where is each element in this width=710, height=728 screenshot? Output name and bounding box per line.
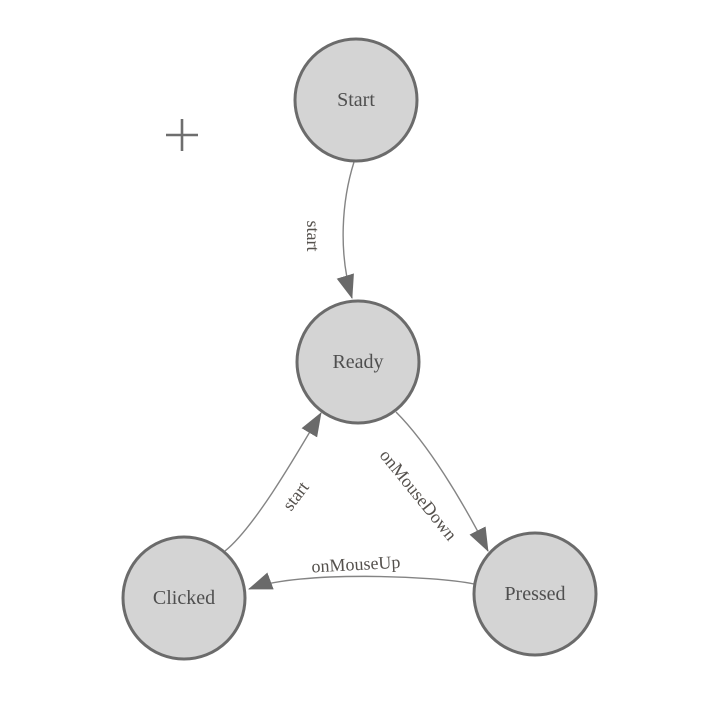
edge-start-to-ready[interactable]: start (303, 161, 355, 299)
edge-path-start-to-ready[interactable] (336, 161, 355, 299)
edge-path-pressed-to-clicked[interactable] (248, 572, 475, 590)
crosshair-plus-icon[interactable] (166, 119, 198, 151)
edge-path-ready-to-pressed[interactable] (395, 411, 489, 552)
edge-label-onmousedown: onMouseDown (376, 445, 461, 544)
edge-label-onmouseup: onMouseUp (311, 552, 401, 577)
node-ready[interactable]: Ready (295, 299, 421, 425)
node-clicked[interactable]: Clicked (121, 535, 247, 661)
state-circle-ready[interactable] (295, 299, 421, 425)
node-pressed[interactable]: Pressed (472, 531, 598, 657)
state-circle-start[interactable] (293, 37, 419, 163)
edge-pressed-to-clicked[interactable]: onMouseUp (248, 552, 475, 590)
edge-path-clicked-to-ready[interactable] (224, 412, 322, 552)
edge-ready-to-pressed[interactable]: onMouseDown (376, 411, 489, 552)
state-circle-pressed[interactable] (472, 531, 598, 657)
edge-label-start-1: start (303, 221, 323, 252)
edge-label-start-2: start (278, 477, 313, 514)
state-circle-clicked[interactable] (121, 535, 247, 661)
edge-clicked-to-ready[interactable]: start (224, 412, 322, 552)
node-start[interactable]: Start (293, 37, 419, 163)
